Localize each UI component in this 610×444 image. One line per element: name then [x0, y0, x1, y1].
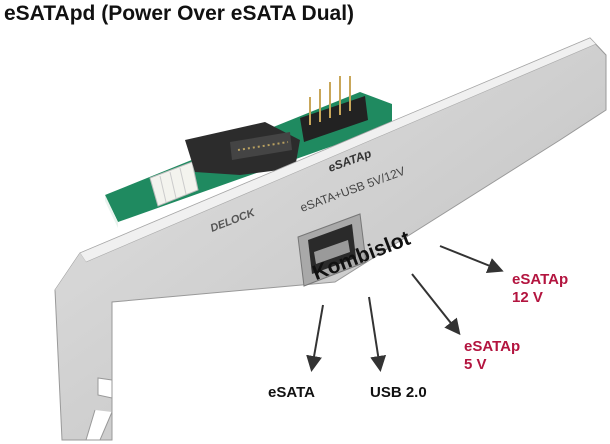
esata-label: eSATA [268, 384, 315, 401]
pin-header [300, 76, 368, 142]
esatap-port [297, 213, 367, 287]
esatap-12v-line2: 12 V [512, 289, 543, 306]
usb-label: USB 2.0 [370, 384, 427, 401]
esatap-12v-line1: eSATAp [512, 271, 569, 288]
sata-connector [185, 122, 300, 175]
arrow-esatap-12v [439, 245, 504, 273]
page-title: eSATApd (Power Over eSATA Dual) [4, 2, 355, 25]
esatap-12v-label: eSATAp 12 V [512, 271, 568, 307]
esatap-5v-line1: eSATAp [464, 338, 521, 355]
esatap-5v-label: eSATAp 5 V [464, 338, 520, 374]
power-connector [149, 161, 199, 207]
arrow-esatap-5v [411, 273, 461, 336]
arrow-usb [368, 296, 387, 372]
esatap-5v-line2: 5 V [464, 356, 487, 373]
callout-arrows [306, 245, 504, 372]
arrow-esata [306, 304, 324, 372]
